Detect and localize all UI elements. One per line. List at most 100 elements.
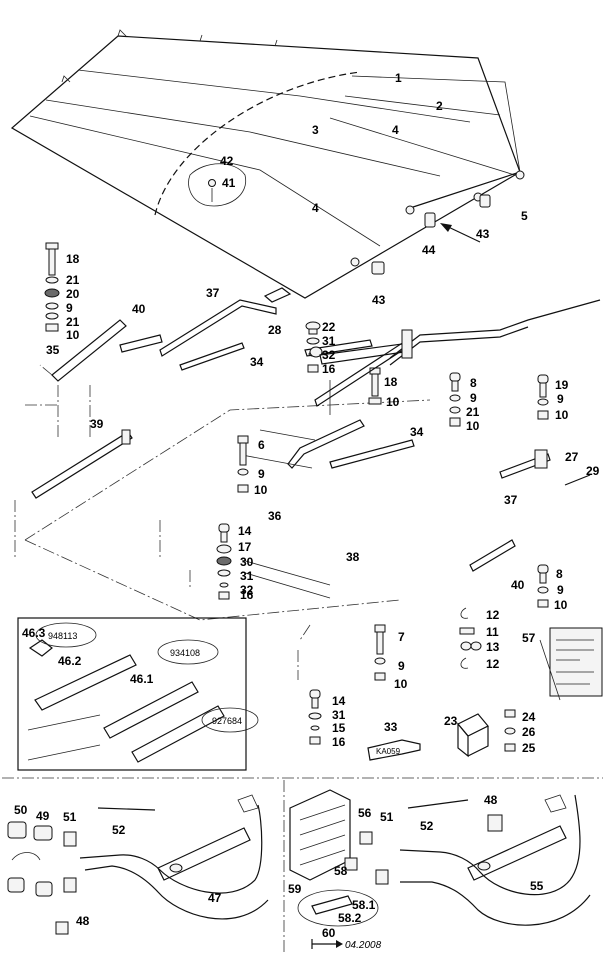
callout-5: 5 [521,209,528,223]
hydraulic-kit-left [7,794,269,935]
callout-6: 6 [258,438,265,452]
callout-52: 52 [420,819,434,833]
callout-58-1: 58.1 [352,898,376,912]
callout-16: 16 [322,362,336,376]
callout-36: 36 [268,509,282,523]
callout-12: 12 [486,608,500,622]
callout-46-1: 46.1 [130,672,154,686]
callout-10: 10 [466,419,480,433]
callout-10: 10 [66,328,80,342]
date-note: 04.2008 [345,940,382,951]
callout-48: 48 [484,793,498,807]
callout-3: 3 [312,123,319,137]
callout-58: 58 [334,864,348,878]
bolt-stack-8a [449,372,461,427]
cylinder-inset [17,617,259,771]
callout-10: 10 [555,408,569,422]
callout-26: 26 [522,725,536,739]
callout-56: 56 [358,806,372,820]
bolt-stack-7 [374,624,386,681]
callout-2: 2 [436,99,443,113]
callout-18: 18 [384,375,398,389]
tarpaulin-cover [10,29,525,299]
callout-12: 12 [486,657,500,671]
callout-31: 31 [240,569,254,583]
callout-55: 55 [530,879,544,893]
bolt-stack-8b [537,564,549,608]
callout-10: 10 [554,598,568,612]
callout-11: 11 [486,625,499,639]
callout-19: 19 [555,378,569,392]
callout-9: 9 [557,392,564,406]
callout-20: 20 [66,287,80,301]
callout-21: 21 [66,273,80,287]
callout-8: 8 [556,567,563,581]
callout-40: 40 [511,578,525,592]
hydraulic-kit-right [289,789,591,927]
callout-44: 44 [422,243,436,257]
callout-4: 4 [392,123,399,137]
callout-42: 42 [220,154,234,168]
callout-35: 35 [46,343,60,357]
bolt-stack-left [44,242,60,332]
callout-32: 32 [322,348,336,362]
callout-25: 25 [522,741,536,755]
callout-47: 47 [208,891,222,905]
part-number-927684: 927684 [212,716,242,726]
callout-46-2: 46.2 [58,654,82,668]
callout-1: 1 [395,71,402,85]
bolt-stack-18b [368,367,382,405]
callout-9: 9 [66,301,73,315]
callout-9: 9 [258,467,265,481]
callout-13: 13 [486,640,500,654]
callout-48: 48 [76,914,90,928]
callout-28: 28 [268,323,282,337]
callout-9: 9 [470,391,477,405]
part-number-934108: 934108 [170,648,200,658]
callout-31: 31 [322,334,336,348]
callout-52: 52 [112,823,126,837]
callout-21: 21 [66,315,80,329]
callout-49: 49 [36,809,50,823]
booklet-57 [539,627,603,701]
tube-33 [367,739,421,761]
callout-31: 31 [332,708,346,722]
callout-10: 10 [386,395,400,409]
callout-57: 57 [522,631,536,645]
part-number-948113: 948113 [48,631,77,641]
callout-21: 21 [466,405,480,419]
callout-30: 30 [240,555,254,569]
callout-32: 32 [240,583,254,597]
callout-8: 8 [470,376,477,390]
callout-15: 15 [332,721,346,735]
callout-59: 59 [288,882,302,896]
frame-linkage-lower [241,299,601,572]
callout-40: 40 [132,302,146,316]
tube-tag-ka059: KA059 [376,747,401,756]
bolt-stack-14a [216,523,331,600]
callout-10: 10 [394,677,408,691]
callout-27: 27 [565,450,579,464]
frame-linkage-upper [25,287,331,499]
callout-29: 29 [586,464,600,478]
callout-7: 7 [398,630,405,644]
callout-9: 9 [557,583,564,597]
bolt-stack-6 [237,435,249,493]
callout-37: 37 [504,493,518,507]
callout-50: 50 [14,803,28,817]
callout-51: 51 [380,810,394,824]
callout-22: 22 [322,320,336,334]
callout-60: 60 [322,926,336,940]
callout-10: 10 [254,483,268,497]
callout-labels: 1 2 3 4 4 5 42 41 43 44 43 18 21 20 9 21… [14,71,600,940]
callout-18: 18 [66,252,80,266]
pin-set [459,607,482,669]
callout-16: 16 [332,735,346,749]
callout-33: 33 [384,720,398,734]
bolt-stack-14b [297,650,322,745]
callout-39: 39 [90,417,104,431]
callout-17: 17 [238,540,252,554]
callout-14: 14 [332,694,346,708]
callout-9: 9 [398,659,405,673]
